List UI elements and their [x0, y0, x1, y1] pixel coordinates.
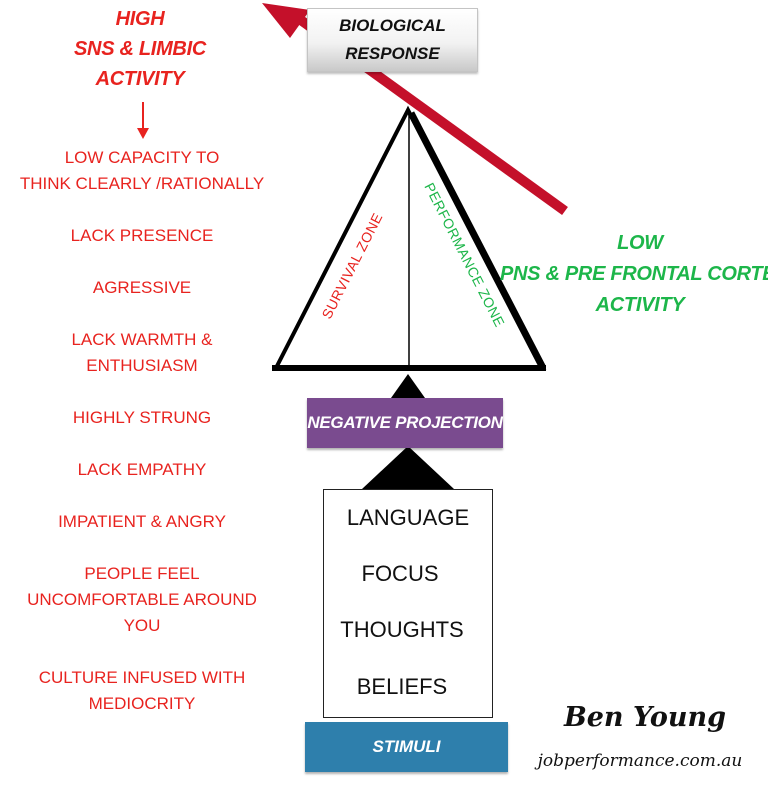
high-line: ACTIVITY: [95, 68, 185, 90]
low-line: PNS & PRE FRONTAL CORTEX: [500, 263, 768, 285]
stack-item: FOCUS: [361, 561, 439, 586]
negative-projection-label: NEGATIVE PROJECTION: [307, 413, 503, 432]
effect-item: AGRESSIVE: [92, 278, 192, 297]
low-line: ACTIVITY: [595, 294, 685, 316]
biological-response-box: BIOLOGICAL RESPONSE: [307, 8, 478, 72]
effect-item: IMPATIENT & ANGRY: [58, 512, 226, 531]
low-line: LOW: [617, 232, 663, 254]
stimuli-box: STIMULI: [305, 722, 508, 772]
bio-line: BIOLOGICAL: [339, 16, 446, 35]
red-down-arrow-icon: [137, 102, 149, 139]
negative-projection-box: NEGATIVE PROJECTION: [307, 398, 503, 448]
effect-item: CULTURE INFUSED WITH MEDIOCRITY: [38, 668, 246, 713]
effect-item: HIGHLY STRUNG: [72, 408, 212, 427]
effect-item: LACK PRESENCE: [70, 226, 214, 245]
high-line: HIGH: [115, 8, 165, 30]
up-arrow-icon: [391, 374, 425, 398]
thick-up-arrow-icon: [362, 446, 454, 489]
stimuli-label: STIMULI: [372, 737, 441, 756]
stack-item: BELIEFS: [356, 674, 448, 699]
effect-item: PEOPLE FEEL UNCOMFORTABLE AROUND YOU: [27, 564, 257, 635]
effect-item: LOW CAPACITY TO THINK CLEARLY /RATIONALL…: [19, 148, 265, 193]
low-activity-label: LOW PNS & PRE FRONTAL CORTEX ACTIVITY: [500, 228, 768, 321]
high-line: SNS & LIMBIC: [74, 38, 206, 60]
effects-list: LOW CAPACITY TO THINK CLEARLY /RATIONALL…: [0, 145, 284, 717]
high-activity-label: HIGH SNS & LIMBIC ACTIVITY: [40, 4, 240, 94]
effect-item: LACK WARMTH & ENTHUSIASM: [71, 330, 213, 375]
stack-item: LANGUAGE: [346, 505, 470, 530]
effect-item: LACK EMPATHY: [77, 460, 207, 479]
stack-item: THOUGHTS: [340, 617, 464, 642]
bio-line: RESPONSE: [345, 44, 440, 63]
balance-triangle: [272, 105, 547, 371]
mindset-stack-box: LANGUAGE FOCUS THOUGHTS BELIEFS: [323, 489, 493, 718]
author-website: jobperformance.com.au: [537, 751, 743, 771]
author-name: Ben Young: [563, 702, 727, 733]
